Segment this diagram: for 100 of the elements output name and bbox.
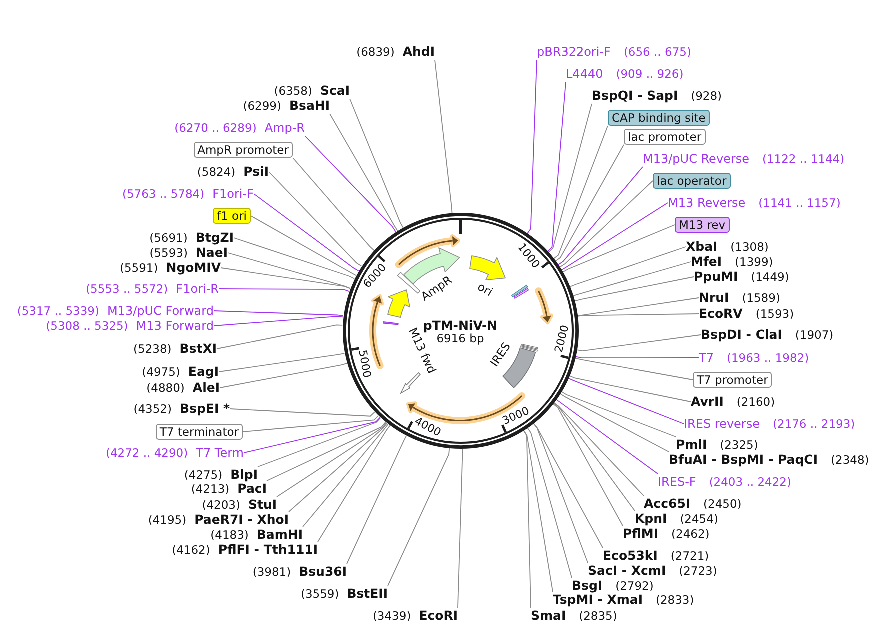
leader-line — [576, 334, 702, 352]
leader-line — [218, 288, 350, 292]
leader-line — [568, 378, 684, 424]
cut-site-position: (1589) — [742, 290, 780, 306]
cut-site-position: (1593) — [756, 306, 794, 322]
leader-line — [574, 358, 694, 380]
leader-line — [350, 98, 404, 228]
leader-line — [560, 393, 670, 452]
enzyme-name: TspMI - XmaI — [553, 592, 643, 608]
cut-site-position: (5238) — [134, 341, 172, 357]
leader-line — [558, 166, 644, 266]
enzyme-name: BamHI — [256, 527, 303, 543]
leader-line — [228, 252, 351, 289]
primer-name: pBR322ori-F — [537, 44, 611, 60]
enzyme-name: PaeR7I - XhoI — [194, 512, 289, 528]
enzyme-name: XbaI — [686, 239, 718, 255]
feature-label: f1 ori — [213, 208, 251, 224]
leader-line — [561, 391, 676, 438]
leader-line — [302, 424, 389, 528]
cut-site-position: (1907) — [795, 327, 834, 343]
primer-name: M13/pUC Forward — [107, 303, 214, 319]
cut-site-position: (6299) — [243, 98, 282, 114]
leader-line — [244, 417, 381, 454]
cut-site-position: (4195) — [148, 512, 187, 528]
leader-line — [346, 436, 407, 564]
cut-site-position: (4183) — [210, 527, 249, 543]
primer-range: (4272 .. 4290) — [106, 445, 188, 461]
leader-line — [230, 408, 376, 417]
leader-line — [577, 314, 700, 317]
enzyme-name: NgoMIV — [166, 260, 221, 276]
cut-site-position: (2454) — [680, 511, 718, 527]
cut-site-position: (1399) — [735, 254, 774, 270]
scale-label: 3000 — [501, 405, 532, 426]
cut-site-position: (6358) — [274, 83, 312, 99]
enzyme-name: EcoRI — [419, 608, 458, 624]
cut-site-position: (5591) — [120, 260, 158, 276]
leader-line — [254, 194, 360, 272]
cut-site-position: (928) — [691, 88, 722, 104]
primer-range: (656 .. 675) — [624, 44, 692, 60]
leader-line — [575, 356, 700, 358]
leader-line — [562, 224, 676, 273]
leader-line — [553, 402, 636, 512]
leader-line — [547, 82, 566, 252]
cut-site-position: (3559) — [300, 586, 340, 602]
cut-site-position: (4352) — [134, 401, 172, 417]
cut-site-position: (4880) — [146, 380, 185, 396]
cut-site-position: (2835) — [579, 608, 618, 624]
enzyme-name: MfeI — [691, 254, 722, 270]
leader-line — [527, 60, 538, 234]
enzyme-name: BstXI — [180, 341, 217, 357]
leader-line — [292, 158, 375, 251]
primer-name: IRES-F — [658, 474, 696, 490]
feature-label: ori — [476, 281, 494, 299]
primer-range: (5317 .. 5339) — [17, 303, 100, 319]
leader-line — [276, 422, 387, 498]
enzyme-name: PacI — [238, 481, 267, 497]
scale-label: 4000 — [413, 416, 443, 439]
enzyme-name: BlpI — [230, 467, 258, 483]
leader-line — [214, 316, 344, 326]
enzyme-name: BstEII — [347, 586, 388, 602]
enzyme-name: PflMI — [623, 526, 659, 542]
leader-line — [258, 418, 382, 468]
enzyme-name: BspEI * — [180, 401, 230, 417]
leader-line — [318, 425, 391, 542]
enzyme-name: Eco53kI — [603, 548, 658, 564]
primer-range: (909 .. 926) — [616, 66, 684, 82]
primer-name: Amp-R — [264, 120, 305, 136]
enzyme-name: PsiI — [244, 164, 269, 180]
leader-line — [548, 104, 592, 253]
plasmid-name: pTM-NiV-N — [423, 320, 498, 332]
primer-name: T7 — [699, 350, 714, 366]
enzyme-name: NaeI — [196, 245, 228, 261]
primer-name: F1ori-F — [212, 186, 254, 202]
leader-line — [458, 448, 464, 608]
cut-site-position: (5593) — [150, 245, 188, 261]
cut-site-position: (2325) — [720, 437, 758, 453]
feature-label: AmpR promoter — [194, 142, 293, 158]
cut-site-position: (1449) — [751, 269, 790, 285]
primer-name: M13 Reverse — [668, 195, 746, 211]
enzyme-name: BspQI - SapI — [592, 88, 678, 104]
leader-line — [523, 430, 554, 592]
enzyme-name: ScaI — [320, 83, 350, 99]
primer-range: (1963 .. 1982) — [726, 350, 810, 366]
feature-label: CAP binding site — [608, 110, 710, 126]
primer-range: (6270 .. 6289) — [174, 120, 257, 136]
leader-line — [216, 324, 344, 350]
cut-site-position: (3439) — [372, 608, 412, 624]
cut-site-position: (4162) — [172, 542, 210, 558]
primer-name: M13 Forward — [136, 318, 214, 334]
enzyme-name: BsgI — [572, 578, 603, 594]
cut-site-position: (4975) — [142, 364, 180, 380]
cut-site-position: (2462) — [672, 526, 710, 542]
enzyme-name: Acc65I — [644, 496, 691, 512]
cut-site-position: (4213) — [191, 481, 230, 497]
enzyme-name: PmlI — [676, 437, 708, 453]
cut-site-position: (5691) — [150, 230, 188, 246]
leader-line — [523, 430, 532, 608]
leader-line — [214, 310, 344, 316]
feature-label: lac operator — [653, 173, 731, 189]
cut-site-position: (6839) — [356, 44, 395, 60]
